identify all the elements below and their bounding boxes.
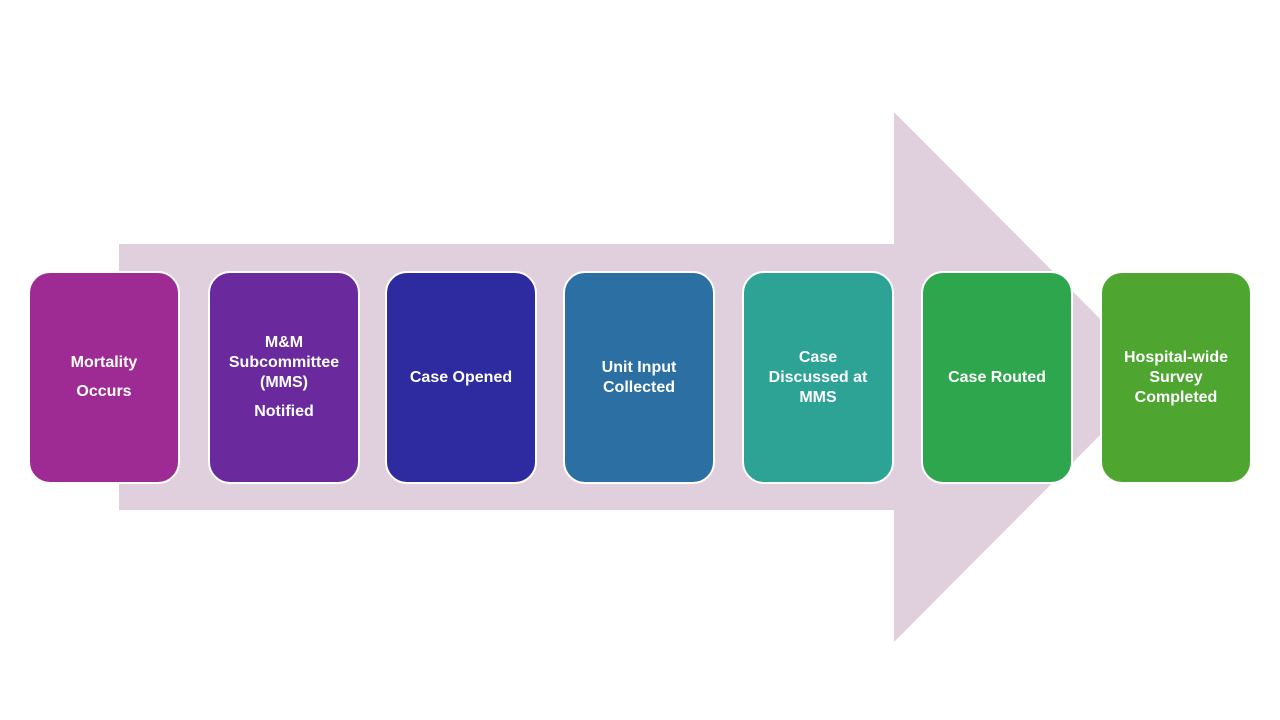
step-text: Subcommittee	[228, 354, 340, 371]
step-text: Completed	[1134, 388, 1218, 406]
step-text: Notified	[254, 403, 314, 420]
step-text: Case Routed	[948, 368, 1046, 386]
step-text: Unit Input	[601, 358, 677, 376]
step-mms-notified: M&M Subcommittee (MMS) Notified	[208, 271, 360, 484]
step-text: M&M	[264, 334, 304, 351]
step-mortality-occurs: Mortality Occurs	[28, 271, 180, 484]
step-text: (MMS)	[260, 374, 308, 391]
step-case-opened: Case Opened	[385, 271, 537, 484]
step-text: Mortality	[70, 354, 138, 371]
step-text: MMS	[799, 388, 837, 406]
step-survey-completed: Hospital-wide Survey Completed	[1100, 271, 1252, 484]
step-text: Occurs	[76, 383, 132, 400]
step-text: Hospital-wide	[1123, 348, 1228, 366]
step-text: Collected	[602, 378, 675, 396]
step-text: Case Opened	[409, 368, 513, 386]
step-unit-input-collected: Unit Input Collected	[563, 271, 715, 484]
step-case-routed: Case Routed	[921, 271, 1073, 484]
step-text: Survey	[1149, 368, 1203, 386]
step-case-discussed: Case Discussed at MMS	[742, 271, 894, 484]
step-text: Case	[798, 348, 838, 366]
step-text: Discussed at	[768, 368, 868, 386]
